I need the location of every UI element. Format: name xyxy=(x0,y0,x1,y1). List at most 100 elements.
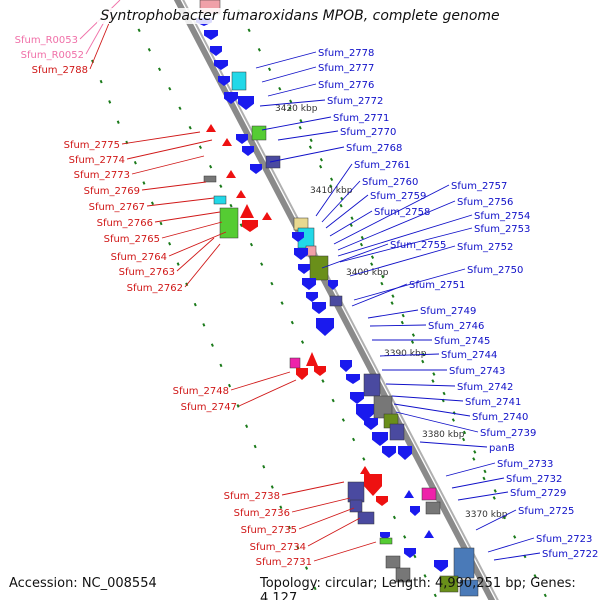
label-leader-line xyxy=(321,243,389,269)
gene-arrow xyxy=(364,474,382,496)
accession-text: Accession: NC_008554 xyxy=(9,576,157,591)
right-gene-labels: Sfum_2778Sfum_2777Sfum_2776Sfum_2772Sfum… xyxy=(255,48,598,561)
gene-block xyxy=(347,481,365,503)
gene-label-right: Sfum_2729 xyxy=(510,488,566,499)
gene-block xyxy=(421,487,437,501)
gene-block xyxy=(439,575,459,593)
label-leader-line xyxy=(230,371,291,391)
gene-label-right: Sfum_2742 xyxy=(457,382,513,393)
gene-label-right: Sfum_2733 xyxy=(497,459,553,470)
gene-block xyxy=(329,295,343,307)
gene-label-right: Sfum_2732 xyxy=(506,474,562,485)
scale-label: 3390 kbp xyxy=(384,349,427,359)
gene-label-right: Sfum_2751 xyxy=(409,280,465,291)
gene-block xyxy=(357,511,375,525)
gene-arrow xyxy=(224,92,238,104)
label-leader-line xyxy=(315,163,353,217)
label-leader-line xyxy=(391,395,464,402)
gene-block xyxy=(349,499,363,513)
label-leader-line xyxy=(395,411,479,433)
gene-block xyxy=(363,373,381,397)
label-leader-line xyxy=(89,15,113,70)
gene-label-right: Sfum_2746 xyxy=(428,321,484,332)
gene-arrow xyxy=(296,368,308,380)
gene-label-right: Sfum_2752 xyxy=(457,242,513,253)
gene-label-left: Sfum_2788 xyxy=(32,65,88,76)
gene-arrow xyxy=(328,280,338,290)
gene-block xyxy=(389,423,405,441)
scale-label: 3380 kbp xyxy=(422,430,465,440)
gene-arrow xyxy=(226,170,236,178)
gene-arrow xyxy=(356,404,374,422)
gene-arrow xyxy=(238,96,254,110)
gene-arrow xyxy=(312,302,326,314)
gene-block xyxy=(251,125,267,141)
gene-label-left: Sfum_R0052 xyxy=(21,50,84,61)
gene-arrow xyxy=(302,278,316,290)
gene-arrow xyxy=(218,76,230,86)
label-leader-line xyxy=(351,283,408,307)
gene-block xyxy=(373,395,393,419)
gene-arrow xyxy=(364,418,378,430)
label-leader-line xyxy=(168,231,227,257)
gene-block xyxy=(213,195,227,205)
gene-arrow xyxy=(222,138,232,146)
label-leader-line xyxy=(161,221,223,239)
gene-label-left: Sfum_2736 xyxy=(234,508,290,519)
gene-label-right: Sfum_2725 xyxy=(518,506,574,517)
gene-block xyxy=(289,357,301,369)
gene-label-left: Sfum_2766 xyxy=(97,218,153,229)
label-leader-line xyxy=(419,441,488,448)
gene-label-right: Sfum_2754 xyxy=(474,211,530,222)
label-leader-line xyxy=(141,181,207,191)
gene-label-left: Sfum_2738 xyxy=(224,491,280,502)
label-leader-line xyxy=(339,227,473,263)
tick-guides xyxy=(91,0,549,600)
gene-arrow xyxy=(214,60,228,70)
gene-label-left: Sfum_2763 xyxy=(119,267,175,278)
label-leader-line xyxy=(369,324,427,327)
label-leader-line xyxy=(349,245,456,277)
label-leader-line xyxy=(267,83,317,97)
gene-arrow xyxy=(346,374,360,384)
gene-label-right: Sfum_2758 xyxy=(374,207,430,218)
gene-block xyxy=(203,175,217,183)
label-leader-line xyxy=(337,200,456,251)
gene-label-left: Sfum_2748 xyxy=(173,386,229,397)
label-leader-line xyxy=(121,131,201,145)
gene-block xyxy=(425,501,441,515)
gene-arrow xyxy=(242,146,254,156)
label-leader-line xyxy=(337,214,473,257)
label-leader-line xyxy=(176,237,215,272)
label-leader-line xyxy=(321,180,361,223)
gene-label-right: Sfum_2756 xyxy=(457,197,513,208)
gene-block xyxy=(379,537,393,545)
gene-label-right: Sfum_2749 xyxy=(420,306,476,317)
label-leader-line xyxy=(259,99,326,107)
gene-block xyxy=(231,71,247,91)
gene-arrow xyxy=(236,134,248,144)
gene-block xyxy=(219,207,239,239)
gene-arrow xyxy=(350,392,364,404)
gene-arrow xyxy=(376,496,388,506)
label-leader-line xyxy=(261,66,317,83)
label-leader-line xyxy=(298,507,355,530)
gene-arrow xyxy=(206,124,216,132)
gene-arrow xyxy=(410,506,420,516)
gene-arrow xyxy=(360,466,370,474)
gene-label-left: Sfum_2774 xyxy=(69,155,125,166)
gene-label-right: Sfum_2776 xyxy=(318,80,374,91)
label-leader-line xyxy=(307,517,361,547)
gene-arrow xyxy=(316,318,334,336)
gene-label-right: Sfum_2777 xyxy=(318,63,374,74)
gene-label-right: Sfum_2760 xyxy=(362,177,418,188)
gene-label-right: Sfum_2741 xyxy=(465,397,521,408)
label-leader-line xyxy=(184,243,221,288)
gene-block xyxy=(459,579,479,597)
scale-label: 3370 kbp xyxy=(465,510,508,520)
gene-arrow xyxy=(298,264,310,274)
gene-label-left: Sfum_2764 xyxy=(111,252,167,263)
label-leader-line xyxy=(487,537,535,553)
label-leader-line xyxy=(277,130,339,141)
